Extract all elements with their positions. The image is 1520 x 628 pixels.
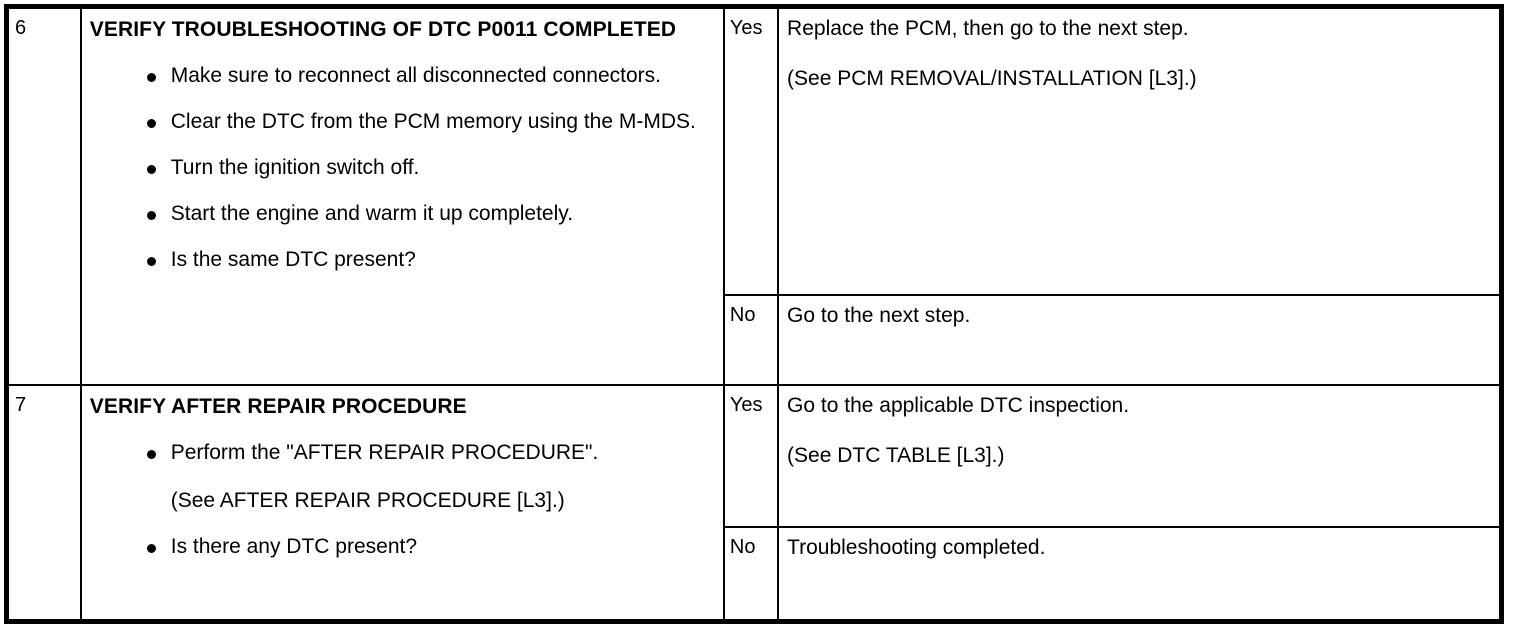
list-item: Is the same DTC present? [88, 247, 717, 273]
action-text: Replace the PCM, then go to the next ste… [787, 17, 1189, 40]
action-text: Go to the applicable DTC inspection. [787, 394, 1130, 418]
list-item-text: Make sure to reconnect all disconnected … [170, 64, 662, 87]
list-item: Perform the "AFTER REPAIR PROCEDURE". (S… [88, 440, 717, 514]
inspection-cell: VERIFY AFTER REPAIR PROCEDURE Perform th… [79, 384, 725, 623]
action-text: Troubleshooting completed. [787, 536, 1046, 560]
bullet-icon [146, 73, 156, 82]
list-item: Turn the ignition switch off. [88, 155, 717, 181]
step-number-cell: 7 [6, 384, 82, 623]
bullet-icon [146, 119, 156, 128]
step-number: 7 [15, 394, 27, 417]
list-item-text: Is the same DTC present? [170, 248, 416, 271]
list-item-text: Turn the ignition switch off. [170, 156, 420, 179]
list-item-reference: (See AFTER REPAIR PROCEDURE [L3].) [170, 489, 565, 513]
inspection-bullet-list: Perform the "AFTER REPAIR PROCEDURE". (S… [88, 440, 717, 560]
list-item: Is there any DTC present? [88, 534, 717, 560]
list-item-text: Is there any DTC present? [170, 535, 418, 559]
table-row: 7 VERIFY AFTER REPAIR PROCEDURE Perform … [6, 384, 1502, 623]
table-row: No Troubleshooting completed. [7, 526, 1502, 622]
dtc-troubleshooting-table: 6 VERIFY TROUBLESHOOTING OF DTC P0011 CO… [4, 4, 1504, 624]
bullet-icon [146, 450, 156, 460]
inspection-bullet-list: Make sure to reconnect all disconnected … [88, 63, 717, 273]
answer-cell-yes: Yes [722, 384, 780, 529]
step-number-cell: 6 [6, 6, 82, 387]
action-cell: Replace the PCM, then go to the next ste… [777, 6, 1502, 296]
list-item: Make sure to reconnect all disconnected … [88, 63, 717, 89]
answer-label: Yes [729, 17, 763, 39]
bullet-icon [146, 165, 156, 174]
inspection-title: VERIFY AFTER REPAIR PROCEDURE [89, 395, 467, 419]
bullet-icon [146, 257, 156, 266]
answer-label: No [729, 536, 756, 559]
list-item: Clear the DTC from the PCM memory using … [88, 109, 717, 135]
answer-cell-no: No [722, 526, 780, 622]
answer-cell-no: No [722, 293, 780, 387]
table-row: No Go to the next step. [7, 293, 1502, 387]
list-item-text: Start the engine and warm it up complete… [170, 202, 574, 225]
action-cell: Troubleshooting completed. [777, 526, 1502, 622]
action-cell: Go to the applicable DTC inspection. (Se… [777, 384, 1502, 529]
action-text: Go to the next step. [787, 304, 971, 327]
bullet-icon [146, 544, 156, 554]
list-item: Start the engine and warm it up complete… [88, 201, 717, 227]
table-row: 6 VERIFY TROUBLESHOOTING OF DTC P0011 CO… [6, 6, 1502, 387]
action-reference: (See DTC TABLE [L3].) [787, 444, 1005, 468]
bullet-icon [146, 211, 156, 220]
list-item-text: Perform the "AFTER REPAIR PROCEDURE". [170, 441, 599, 465]
action-reference: (See PCM REMOVAL/INSTALLATION [L3].) [787, 67, 1197, 90]
list-item-text: Clear the DTC from the PCM memory using … [170, 110, 696, 133]
action-cell: Go to the next step. [777, 293, 1502, 387]
inspection-title: VERIFY TROUBLESHOOTING OF DTC P0011 COMP… [89, 18, 677, 41]
step-number: 6 [15, 17, 27, 39]
answer-label: No [729, 304, 756, 326]
answer-cell-yes: Yes [722, 6, 780, 296]
answer-label: Yes [729, 394, 763, 417]
inspection-cell: VERIFY TROUBLESHOOTING OF DTC P0011 COMP… [79, 6, 725, 387]
